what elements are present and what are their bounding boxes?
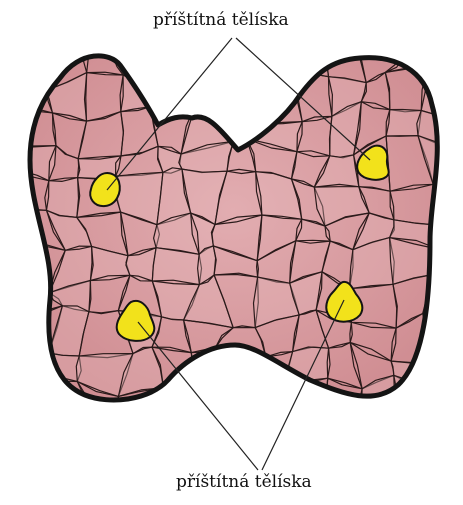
tissue-cell <box>435 223 463 249</box>
tissue-cell <box>450 413 463 452</box>
tissue-cell <box>10 379 52 423</box>
tissue-cell <box>457 178 463 227</box>
label-parathyroid-top: příštítná tělíska <box>153 12 289 29</box>
tissue-cell <box>451 77 463 124</box>
tissue-cell <box>457 139 463 191</box>
tissue-cell <box>20 39 48 91</box>
tissue-cell <box>215 415 249 451</box>
tissue-cell <box>416 373 461 424</box>
tissue-cell <box>45 454 89 487</box>
tissue-cell <box>112 445 149 493</box>
tissue-cell <box>214 88 267 124</box>
tissue-cell <box>10 447 54 496</box>
tissue-cell <box>191 373 226 430</box>
tissue-cell <box>27 353 49 381</box>
label-parathyroid-bottom: příštítná tělíska <box>176 474 312 491</box>
tissue-cell <box>52 423 99 463</box>
tissue-cell <box>222 377 258 429</box>
tissue-cell <box>247 381 295 415</box>
tissue-cell <box>423 309 461 361</box>
tissue-cell <box>355 411 396 459</box>
tissue-cell <box>419 38 463 77</box>
tissue-cell <box>252 37 296 88</box>
tissue-cell <box>427 413 463 448</box>
tissue-cell <box>182 425 226 450</box>
tissue-cell <box>451 38 463 83</box>
tissue-cell <box>47 178 79 218</box>
tissue-cell <box>451 246 463 276</box>
tissue-cell <box>451 223 463 253</box>
tissue-cell <box>148 43 187 86</box>
tissue-cell <box>214 35 258 90</box>
tissue-cell <box>325 453 369 487</box>
tissue-cell <box>89 407 115 463</box>
tissue-cell <box>391 447 428 494</box>
tissue-cell <box>433 178 463 227</box>
tissue-cell <box>391 411 433 459</box>
tissue-cell <box>417 447 463 494</box>
tissue-cell <box>146 425 198 450</box>
tissue-cell <box>187 75 219 119</box>
tissue-cell <box>325 416 369 457</box>
tissue-cell <box>458 309 463 360</box>
tissue-cell <box>86 450 129 492</box>
tissue-cell <box>450 371 463 415</box>
tissue-cell <box>457 272 463 320</box>
tissue-cell <box>10 414 55 453</box>
tissue-cell <box>438 246 460 276</box>
tissue-cell <box>111 407 164 449</box>
tissue-cell <box>152 248 201 285</box>
tissue-cell <box>386 110 421 137</box>
tissue-cell <box>416 358 461 385</box>
tissue-cell <box>349 456 393 490</box>
tissue-cell <box>288 409 330 461</box>
tissue-cell <box>183 35 227 89</box>
